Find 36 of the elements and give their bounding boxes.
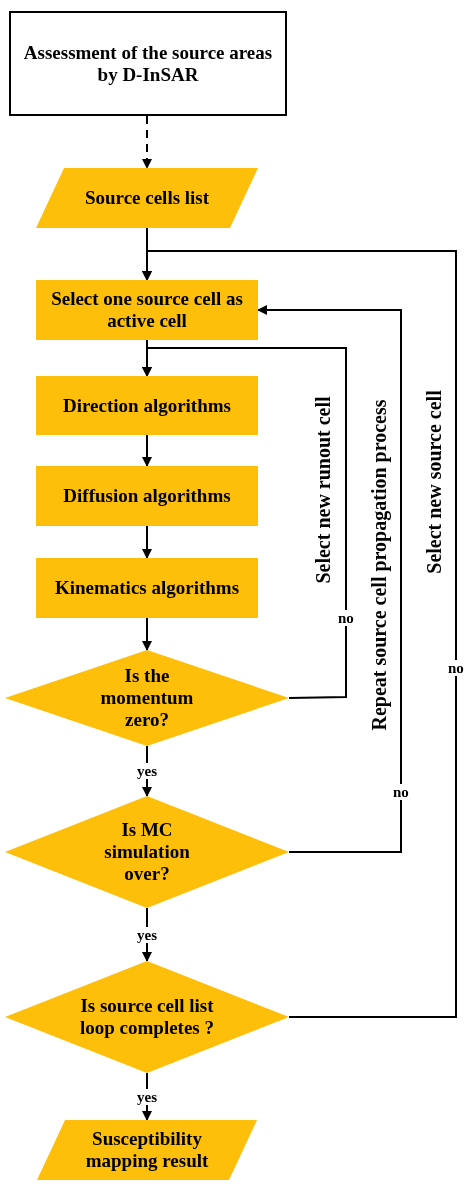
process-box [36, 376, 258, 435]
edge-label: no [392, 784, 410, 800]
node-label: Direction algorithms [62, 394, 232, 417]
edge-label: no [337, 610, 355, 626]
start-box [9, 11, 287, 116]
process-box [36, 280, 258, 340]
decision-diamond [5, 961, 289, 1073]
node-label: Is the momentum zero? [99, 665, 195, 731]
edge-label: yes [136, 763, 158, 779]
branch-note: Select new runout cell [311, 396, 334, 584]
edge-label: yes [136, 1088, 158, 1105]
decision-diamond [5, 796, 289, 908]
node-label: Assessment of the source areas by D-InSAR [23, 41, 273, 86]
data-parallelogram [36, 168, 258, 228]
node-label: Diffusion algorithms [62, 485, 232, 507]
arrow [142, 434, 152, 467]
node-label: Kinematics algorithms [53, 577, 241, 599]
node-label: Susceptibility mapping result [84, 1128, 210, 1172]
arrow [257, 305, 402, 853]
edge-label: yes [136, 926, 158, 943]
data-parallelogram [37, 1120, 257, 1180]
process-box [36, 466, 258, 526]
decision-diamond [5, 650, 289, 746]
node-label: Select one source cell as active cell [50, 288, 244, 332]
node-label: Is source cell list loop completes ? [78, 995, 215, 1039]
arrow [142, 250, 457, 1018]
node-label: Is MC simulation over? [103, 819, 191, 885]
edge-label: no [447, 660, 465, 676]
arrow [142, 347, 347, 699]
branch-note: Select new source cell [422, 390, 445, 574]
arrow [142, 525, 152, 559]
arrow [142, 617, 152, 651]
branch-note: Repeat source cell propagation process [367, 399, 390, 731]
node-label: Source cells list [83, 187, 211, 209]
arrow [142, 115, 152, 169]
process-box [36, 558, 258, 618]
